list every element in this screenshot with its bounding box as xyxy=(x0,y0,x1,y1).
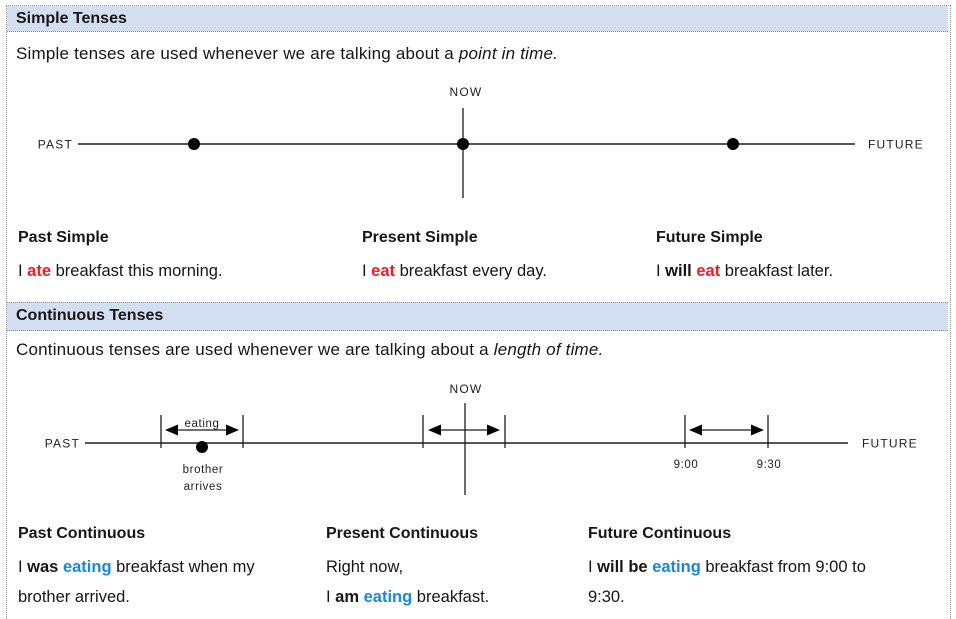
sentence-text: I xyxy=(18,262,28,280)
section-title: Continuous Tenses xyxy=(16,307,164,324)
continuous-intro-text: Continuous tenses are used whenever we a… xyxy=(16,340,604,360)
eating-span-label: eating xyxy=(185,418,220,430)
example-sentences: I eat breakfast every day. xyxy=(362,256,547,286)
past-point-dot xyxy=(188,138,200,150)
example-sentence-line: I am eating breakfast. xyxy=(326,582,489,612)
example-past-simple: Past Simple I ate breakfast this morning… xyxy=(18,228,223,286)
event-dot xyxy=(196,441,208,453)
sentence-text: breakfast. xyxy=(412,588,490,606)
sentence-text: I xyxy=(18,558,28,576)
example-sentence-line: 9:30. xyxy=(588,582,866,612)
sentence-text: I xyxy=(588,558,598,576)
example-title: Future Simple xyxy=(656,229,763,246)
example-sentence-line: I will be eating breakfast from 9:00 to xyxy=(588,552,866,582)
example-title: Past Continuous xyxy=(18,525,146,542)
simple-timeline-diagram: NOW PAST FUTURE xyxy=(38,85,924,198)
highlighted-word: eating xyxy=(62,558,112,576)
intro-italic: point in time. xyxy=(458,44,559,63)
highlighted-word: ate xyxy=(27,262,52,280)
sentence-text: I xyxy=(326,588,336,606)
example-sentence-line: Right now, xyxy=(326,552,489,582)
example-sentences: I was eating breakfast when my brother ar… xyxy=(18,552,255,612)
future-end-time-label: 9:30 xyxy=(757,459,782,471)
future-interval-arrowhead-left xyxy=(689,424,702,436)
sentence-text: breakfast this morning. xyxy=(51,262,223,280)
future-start-time-label: 9:00 xyxy=(674,459,699,471)
intro-prefix: Continuous tenses are used whenever we a… xyxy=(16,340,494,359)
sentence-text: I xyxy=(656,262,666,280)
highlighted-word: was xyxy=(27,558,59,576)
example-sentence-line: I eat breakfast every day. xyxy=(362,256,547,286)
example-sentence-line: I will eat breakfast later. xyxy=(656,256,833,286)
continuous-timeline-diagram: NOW PAST FUTURE eating brother arrives 9… xyxy=(45,382,918,495)
section-title: Simple Tenses xyxy=(16,10,127,27)
example-sentence-line: I was eating breakfast when my xyxy=(18,552,255,582)
past-label: PAST xyxy=(38,138,73,152)
highlighted-word: eat xyxy=(696,262,721,280)
present-interval-arrowhead-left xyxy=(428,424,441,436)
highlighted-word: eating xyxy=(363,588,413,606)
intro-italic: length of time. xyxy=(493,340,604,359)
present-point-dot xyxy=(457,138,469,150)
highlighted-word: will xyxy=(665,262,692,280)
section-header-simple-tenses: Simple Tenses xyxy=(7,6,948,32)
example-sentences: I will eat breakfast later. xyxy=(656,256,833,286)
future-point-dot xyxy=(727,138,739,150)
example-sentences: I ate breakfast this morning. xyxy=(18,256,223,286)
example-title: Future Continuous xyxy=(588,525,732,542)
example-future-continuous: Future Continuous I will be eating break… xyxy=(588,524,866,612)
sentence-text: breakfast when my xyxy=(111,558,255,576)
sentence-text: 9:30. xyxy=(588,588,625,606)
example-title: Present Continuous xyxy=(326,525,479,542)
section-header-continuous-tenses: Continuous Tenses xyxy=(7,302,948,331)
past-interval-arrowhead-left xyxy=(165,424,178,436)
example-sentence-line: brother arrived. xyxy=(18,582,255,612)
future-interval-arrowhead-right xyxy=(751,424,764,436)
future-label: FUTURE xyxy=(868,138,924,152)
present-interval-arrowhead-right xyxy=(487,424,500,436)
past-interval-arrowhead-right xyxy=(226,424,239,436)
sentence-text: I xyxy=(362,262,372,280)
example-present-simple: Present Simple I eat breakfast every day… xyxy=(362,228,547,286)
example-sentence-line: I ate breakfast this morning. xyxy=(18,256,223,286)
highlighted-word: will be xyxy=(597,558,648,576)
event-label-line2: arrives xyxy=(184,481,223,493)
highlighted-word: am xyxy=(335,588,360,606)
sentence-text: breakfast later. xyxy=(720,262,834,280)
future-label: FUTURE xyxy=(862,437,918,451)
highlighted-word: eat xyxy=(371,262,396,280)
highlighted-word: eating xyxy=(652,558,701,576)
simple-intro-text: Simple tenses are used whenever we are t… xyxy=(16,44,558,64)
example-present-continuous: Present Continuous Right now, I am eating… xyxy=(326,524,489,612)
now-label: NOW xyxy=(450,85,483,99)
now-label: NOW xyxy=(450,382,483,396)
example-title: Past Simple xyxy=(18,229,109,246)
example-past-continuous: Past Continuous I was eating breakfast w… xyxy=(18,524,255,612)
example-sentences: Right now, I am eating breakfast. xyxy=(326,552,489,612)
example-future-simple: Future Simple I will eat breakfast later… xyxy=(656,228,833,286)
sentence-text: breakfast from 9:00 to xyxy=(700,558,866,576)
sentence-text: Right now, xyxy=(326,558,404,576)
example-sentences: I will be eating breakfast from 9:00 to 9… xyxy=(588,552,866,612)
intro-prefix: Simple tenses are used whenever we are t… xyxy=(16,44,459,63)
past-label: PAST xyxy=(45,437,80,451)
sentence-text: brother arrived. xyxy=(18,588,130,606)
sentence-text: breakfast every day. xyxy=(395,262,547,280)
example-title: Present Simple xyxy=(362,229,478,246)
event-label-line1: brother xyxy=(183,464,224,476)
